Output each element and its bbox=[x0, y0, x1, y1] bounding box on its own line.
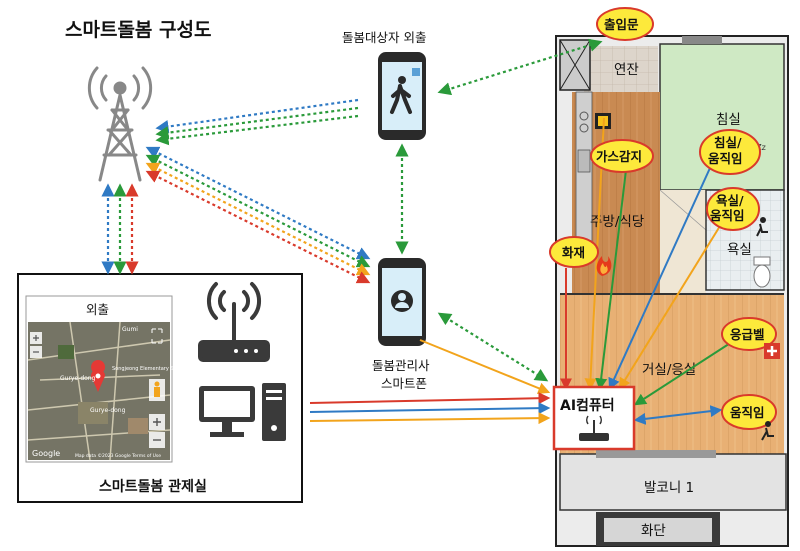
map-pin-icon bbox=[91, 360, 106, 392]
connection-lines bbox=[101, 38, 603, 382]
map-place-3: Songjeong Elementary School bbox=[112, 366, 187, 372]
care-manager-phone bbox=[378, 258, 426, 346]
map-header: 외출 bbox=[86, 302, 109, 317]
motion-person-icon bbox=[761, 421, 774, 441]
phone-top-label: 돌봄대상자 외출 bbox=[342, 30, 426, 45]
map-zoom-in-icon[interactable] bbox=[149, 414, 165, 430]
svg-text:움직임: 움직임 bbox=[710, 208, 745, 223]
wifi-router-icon bbox=[198, 282, 270, 362]
room-kitchen: 주방/식당 bbox=[590, 214, 644, 230]
flame-icon bbox=[596, 256, 612, 276]
map-panel: 외출 Gumi Gurye-dong Songjeong Elementary … bbox=[25, 295, 187, 463]
pegman-icon[interactable] bbox=[149, 379, 165, 401]
ai-computer: AI컴퓨터 bbox=[552, 385, 636, 451]
svg-text:가스감지: 가스감지 bbox=[596, 149, 642, 164]
phone-mid-label-1: 돌봄관리사 bbox=[372, 358, 430, 373]
badge-bath-motion: 욕실/ 움직임 bbox=[706, 187, 768, 237]
badge-emergency: 응급벨 bbox=[721, 317, 780, 359]
room-balcony: 발코니 1 bbox=[644, 480, 694, 496]
map-place-1: Gumi bbox=[122, 326, 138, 333]
ai-computer-label: AI컴퓨터 bbox=[560, 398, 615, 414]
emergency-cross-icon bbox=[764, 343, 780, 359]
svg-text:침실/: 침실/ bbox=[714, 135, 742, 150]
svg-text:움직임: 움직임 bbox=[730, 405, 765, 420]
svg-text:화재: 화재 bbox=[562, 245, 585, 260]
svg-text:움직임: 움직임 bbox=[708, 151, 743, 166]
map-place-4: Gurye-dong bbox=[90, 407, 126, 414]
svg-text:욕실/: 욕실/ bbox=[716, 193, 744, 208]
map-zoom-in-left-icon[interactable] bbox=[30, 332, 42, 344]
room-entry: 연잔 bbox=[614, 62, 639, 78]
map-zoom-out-icon[interactable] bbox=[149, 432, 165, 448]
badge-gas: 가스감지 bbox=[590, 139, 654, 173]
walking-person-icon bbox=[390, 76, 412, 114]
control-room-label: 스마트돌봄 관제실 bbox=[99, 478, 207, 495]
desktop-computer-icon bbox=[199, 383, 286, 441]
map-place-2: Gurye-dong bbox=[60, 375, 96, 382]
ai-router-icon bbox=[579, 415, 609, 441]
care-recipient-phone bbox=[378, 52, 426, 140]
phone-mid-label-2: 스마트폰 bbox=[381, 376, 427, 391]
svg-text:출입문: 출입문 bbox=[604, 17, 639, 32]
room-bath: 욕실 bbox=[727, 242, 752, 258]
room-flowerbed: 화단 bbox=[641, 523, 666, 539]
badge-fire: 화재 bbox=[549, 236, 612, 276]
room-bedroom: 침실 bbox=[716, 112, 741, 128]
map-footer: Google bbox=[32, 449, 60, 458]
floor-plan: 연잔 침실 zZz 주방/식당 욕실 거실/응실 발코니 1 화단 bbox=[555, 35, 789, 547]
badge-motion: 움직임 bbox=[721, 394, 777, 441]
cell-tower-icon bbox=[87, 66, 153, 182]
person-sitting-icon bbox=[756, 217, 768, 237]
badge-bedroom-motion: 침실/ 움직임 bbox=[699, 129, 761, 175]
map-zoom-out-left-icon[interactable] bbox=[30, 346, 42, 358]
diagram-title: 스마트돌봄 구성도 bbox=[65, 19, 211, 41]
map-terms: Map data ©2023 Google Terms of Use bbox=[75, 452, 161, 459]
svg-text:응급벨: 응급벨 bbox=[730, 327, 765, 342]
badge-door: 출입문 bbox=[596, 7, 654, 41]
map-fullscreen-icon[interactable] bbox=[151, 328, 163, 344]
toilet-icon bbox=[753, 256, 771, 288]
